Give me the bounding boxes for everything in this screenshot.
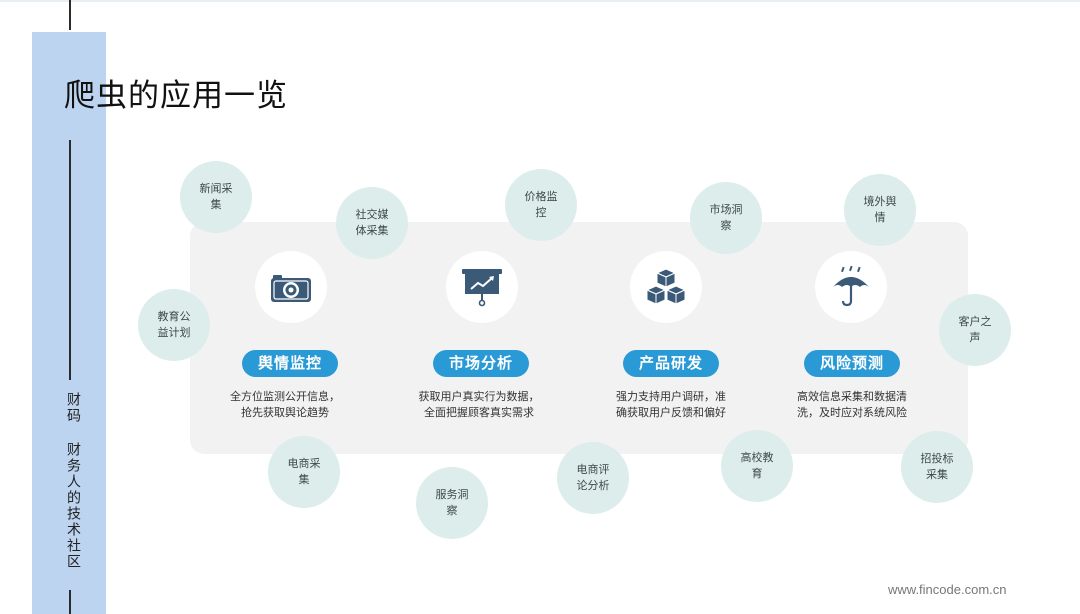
- feature-desc-market-analysis: 获取用户真实行为数据， 全面把握顾客真实需求: [399, 389, 559, 421]
- feature-pill-risk-prediction: 风险预测: [804, 350, 900, 377]
- cubes-icon: [630, 251, 702, 323]
- feature-desc-risk-prediction: 高效信息采集和数据清 洗，及时应对系统风险: [772, 389, 932, 421]
- sidebar-divider-bottom: [69, 590, 71, 614]
- sidebar-brand-label: 财码 财务人的技术社区: [65, 392, 81, 570]
- bubble-social-media-collection: 社交媒体采集: [336, 187, 408, 259]
- slide-top-border: [0, 0, 1080, 2]
- desc-line: 抢先获取舆论趋势: [241, 406, 329, 419]
- desc-line: 全方位监测公开信息，: [230, 390, 340, 403]
- page-title: 爬虫的应用一览: [64, 78, 288, 114]
- feature-desc-product-development: 强力支持用户调研，准 确获取用户反馈和偏好: [591, 389, 751, 421]
- camera-icon: [255, 251, 327, 323]
- feature-pill-sentiment-monitoring: 舆情监控: [242, 350, 338, 377]
- feature-desc-sentiment-monitoring: 全方位监测公开信息， 抢先获取舆论趋势: [205, 389, 365, 421]
- bubble-service-insight: 服务洞察: [416, 467, 488, 539]
- desc-line: 强力支持用户调研，准: [616, 390, 726, 403]
- bubble-overseas-sentiment: 境外舆情: [844, 174, 916, 246]
- desc-line: 获取用户真实行为数据，: [418, 390, 540, 403]
- presentation-chart-icon: [446, 251, 518, 323]
- desc-line: 高效信息采集和数据清: [797, 390, 907, 403]
- bubble-ecommerce-collection: 电商采集: [268, 436, 340, 508]
- bubble-education-charity: 教育公益计划: [138, 289, 210, 361]
- bubble-market-insight: 市场洞察: [690, 182, 762, 254]
- bubble-ecommerce-review-analysis: 电商评论分析: [557, 442, 629, 514]
- bubble-news-collection: 新闻采集: [180, 161, 252, 233]
- sidebar-divider-top: [69, 0, 71, 30]
- feature-pill-market-analysis: 市场分析: [433, 350, 529, 377]
- bubble-customer-voice: 客户之声: [939, 294, 1011, 366]
- bubble-price-monitoring: 价格监控: [505, 169, 577, 241]
- bubble-bidding-collection: 招投标采集: [901, 431, 973, 503]
- umbrella-rain-icon: [815, 251, 887, 323]
- desc-line: 洗，及时应对系统风险: [797, 406, 907, 419]
- feature-pill-product-development: 产品研发: [623, 350, 719, 377]
- sidebar-divider-middle: [69, 140, 71, 380]
- footer-website-url: www.fincode.com.cn: [888, 582, 1007, 597]
- desc-line: 全面把握顾客真实需求: [424, 406, 534, 419]
- desc-line: 确获取用户反馈和偏好: [616, 406, 726, 419]
- bubble-university-education: 高校教育: [721, 430, 793, 502]
